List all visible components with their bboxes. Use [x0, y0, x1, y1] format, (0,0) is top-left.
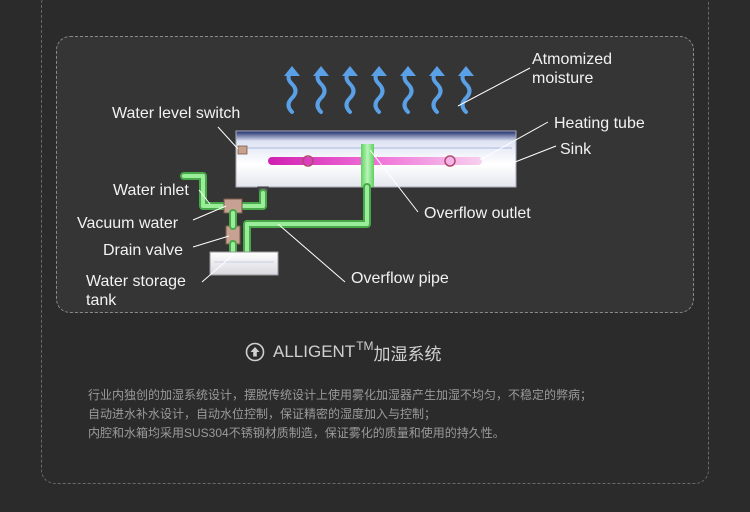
label-sink: Sink: [560, 141, 592, 158]
leader-lines: [192, 67, 557, 283]
description-line: 自动进水补水设计，自动水位控制，保证精密的湿度加入与控制；: [88, 407, 437, 421]
heating-tube-clamp-left: [302, 155, 314, 167]
sink-water-surface: [240, 147, 512, 149]
label-water-inlet: Water inlet: [113, 182, 189, 199]
label-overflow-outlet: Overflow outlet: [424, 205, 531, 222]
water-storage-tank: [209, 251, 279, 276]
moisture-arrow: [313, 66, 329, 114]
overflow-pipe-run: [243, 183, 371, 262]
moisture-arrow: [371, 66, 387, 114]
description-line: 内腔和水箱均采用SUS304不锈钢材质制造，保证雾化的质量和使用的持久性。: [88, 426, 505, 440]
trademark-mark: TM: [356, 339, 374, 353]
description-line: 行业内独创的加湿系统设计，摆脱传统设计上使用雾化加湿器产生加湿不均匀，不稳定的弊…: [88, 388, 593, 402]
heating-tube-clamp-right: [444, 155, 456, 167]
label-atmomized-moisture: Atmomized moisture: [532, 51, 613, 87]
moisture-arrow: [342, 66, 358, 114]
moisture-arrow: [429, 66, 445, 114]
label-water-level-switch: Water level switch: [112, 105, 241, 122]
moisture-arrow: [458, 66, 474, 114]
water-inlet-pipe: [180, 172, 267, 210]
heating-tube: [268, 157, 482, 165]
brand-name: ALLIGENT: [273, 342, 356, 361]
outer-frame: [41, 0, 709, 484]
moisture-arrow: [284, 66, 300, 114]
label-vacuum-water: Vacuum water: [77, 215, 179, 232]
description: 行业内独创的加湿系统设计，摆脱传统设计上使用雾化加湿器产生加湿不均匀，不稳定的弊…: [88, 386, 592, 443]
overflow-standpipe: [361, 144, 374, 187]
label-drain-valve: Drain valve: [103, 242, 184, 259]
label-heating-tube: Heating tube: [554, 115, 645, 132]
moisture-arrow: [400, 66, 416, 114]
label-water-storage-tank: Water storage tank: [86, 273, 186, 309]
atomized-moisture-arrows: [284, 66, 474, 114]
label-overflow-pipe: Overflow pipe: [351, 270, 449, 287]
water-level-switch: [237, 145, 248, 155]
up-arrow-circle-icon: [245, 342, 265, 362]
system-name: 加湿系统: [373, 344, 442, 364]
